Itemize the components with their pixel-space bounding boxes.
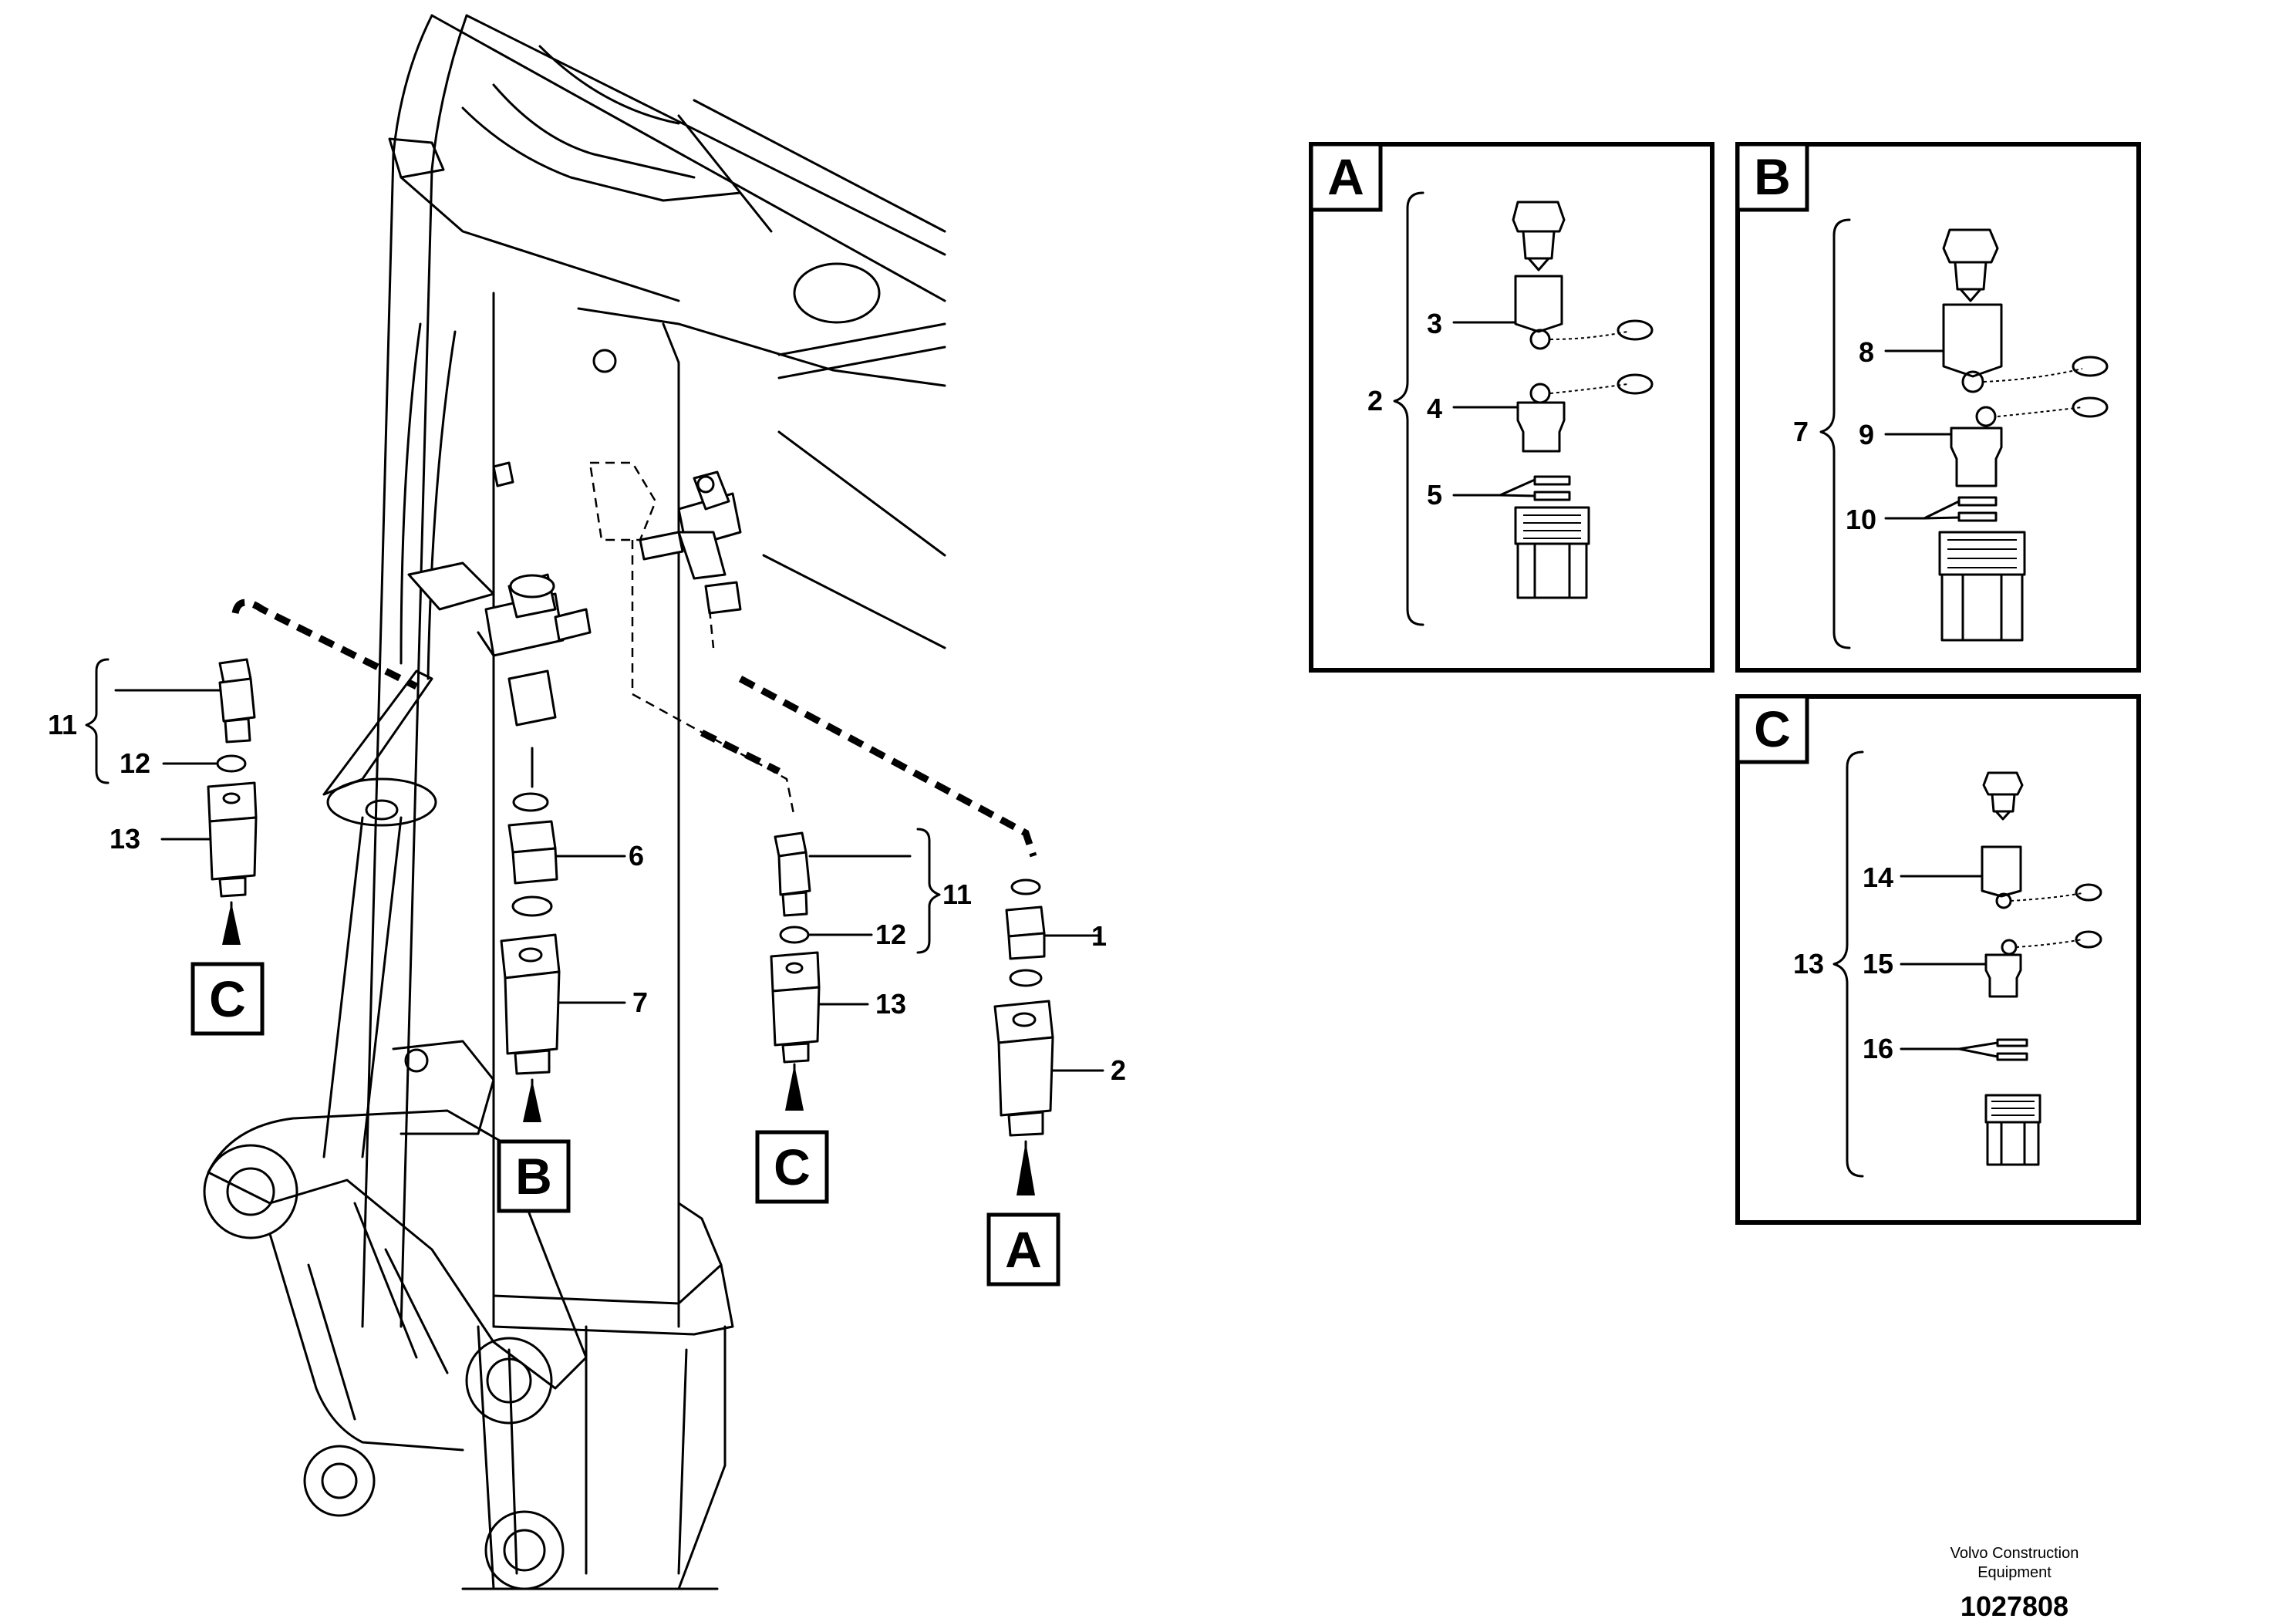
detail-box-c: C 13 14 15 16 xyxy=(1735,694,2141,1225)
box-a-callout-4: 4 xyxy=(1427,393,1442,424)
box-c-callout-16: 16 xyxy=(1863,1033,1893,1064)
detail-box-a-label: A xyxy=(1327,148,1364,205)
company-name-line2: Equipment xyxy=(1977,1564,2052,1581)
svg-text:C: C xyxy=(209,970,246,1027)
box-c-callout-14: 14 xyxy=(1863,862,1893,893)
callout-13-left: 13 xyxy=(110,823,140,855)
callout-11-right: 11 xyxy=(942,878,972,910)
box-b-callout-8: 8 xyxy=(1859,336,1874,368)
box-b-callout-10: 10 xyxy=(1846,504,1876,535)
detail-box-c-label: C xyxy=(1754,700,1791,757)
drawing-number: 1027808 xyxy=(1961,1590,2068,1622)
callout-12-left: 12 xyxy=(120,747,150,779)
callout-7: 7 xyxy=(632,986,648,1018)
callout-2: 2 xyxy=(1111,1054,1126,1086)
company-name-line1: Volvo Construction xyxy=(1950,1545,2079,1562)
callout-11-left: 11 xyxy=(48,709,77,740)
box-a-callout-5: 5 xyxy=(1427,479,1442,511)
box-a-callout-3: 3 xyxy=(1427,308,1442,339)
tag-c-center: C xyxy=(755,1130,829,1204)
svg-text:C: C xyxy=(774,1138,811,1195)
tag-b: B xyxy=(497,1139,571,1213)
tag-c-left: C xyxy=(190,962,265,1036)
fitting-group-right xyxy=(770,828,941,1111)
box-c-callout-15: 15 xyxy=(1863,948,1893,980)
routing-lines xyxy=(231,599,1037,858)
callout-6: 6 xyxy=(629,840,644,872)
callout-1: 1 xyxy=(1091,920,1107,952)
boom-structure xyxy=(203,14,946,1590)
callout-13-right: 13 xyxy=(875,988,906,1020)
svg-text:B: B xyxy=(515,1148,552,1205)
detail-box-a: A 2 3 4 5 xyxy=(1309,142,1714,673)
fitting-group-b xyxy=(500,792,626,1122)
detail-box-b-label: B xyxy=(1754,148,1791,205)
box-b-callout-7: 7 xyxy=(1793,416,1809,447)
tee-fitting-cluster xyxy=(588,461,796,818)
tag-a: A xyxy=(986,1212,1060,1286)
box-c-callout-13: 13 xyxy=(1793,948,1824,980)
fitting-group-left xyxy=(85,658,258,945)
box-a-callout-2: 2 xyxy=(1367,385,1383,416)
svg-text:A: A xyxy=(1005,1221,1042,1278)
fitting-group-a xyxy=(993,878,1104,1195)
callout-12-right: 12 xyxy=(875,919,906,950)
manifold-block xyxy=(407,561,592,727)
box-b-callout-9: 9 xyxy=(1859,419,1874,450)
detail-box-b: B 7 8 9 10 xyxy=(1735,142,2141,673)
